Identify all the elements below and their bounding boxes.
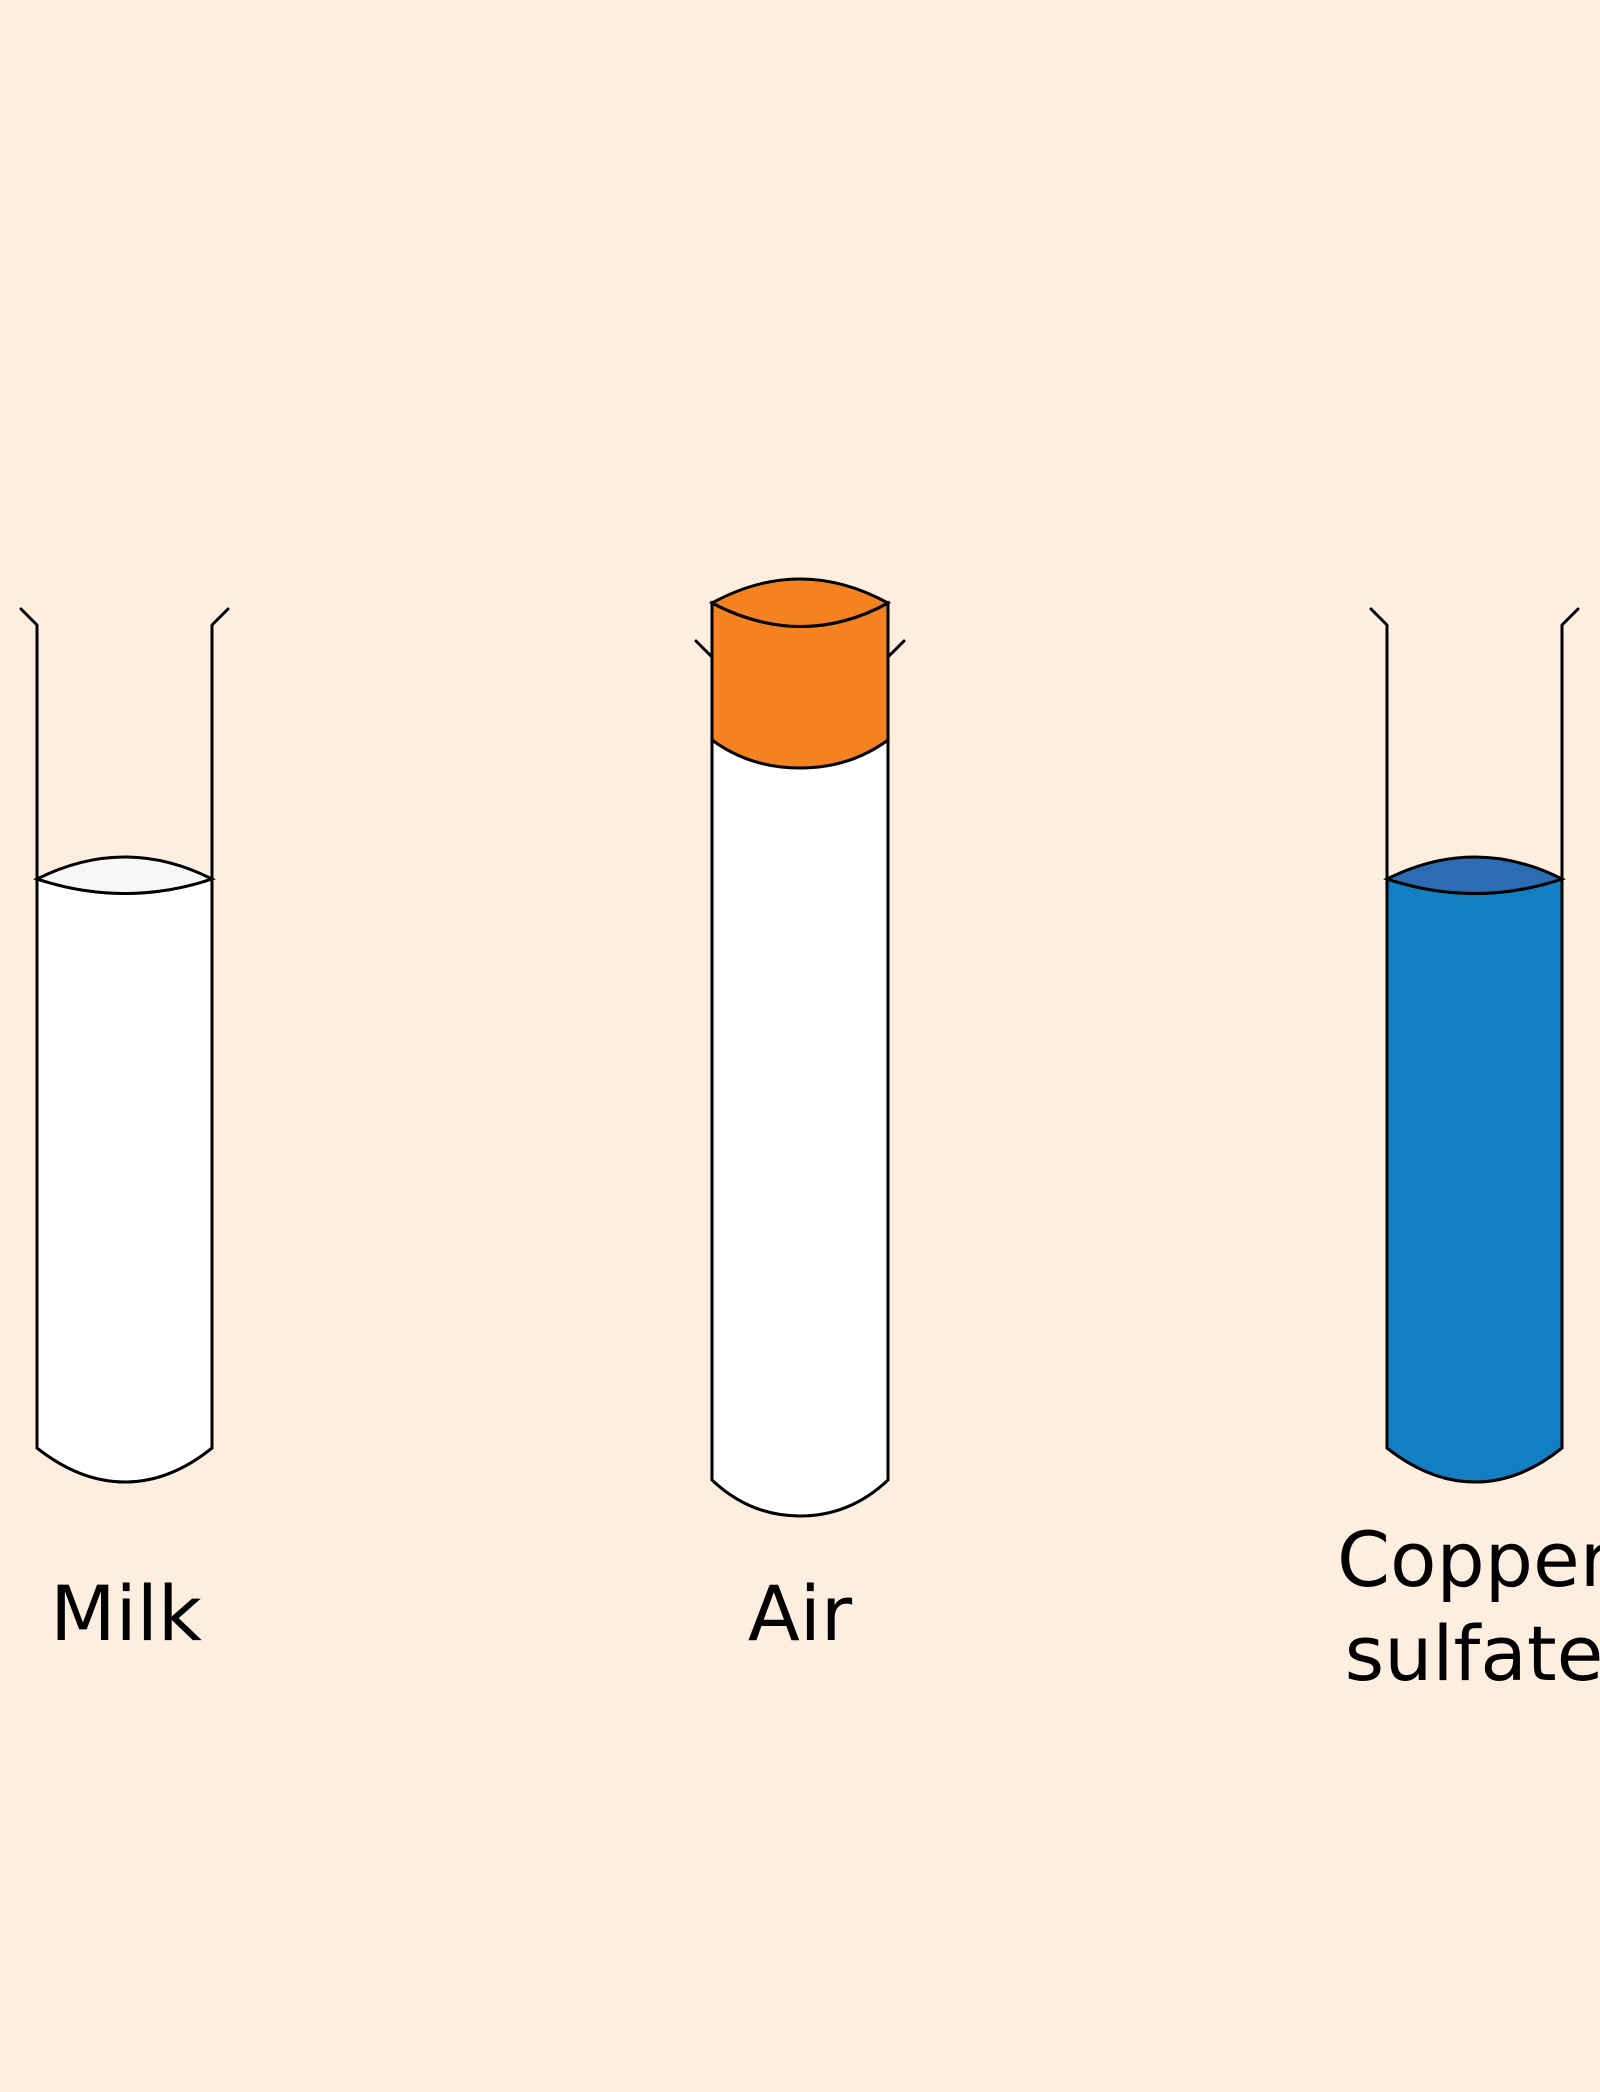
milk-label: Milk <box>50 1569 202 1658</box>
air-tube <box>694 577 906 1518</box>
copper-sulfate-label-line-1: Copper <box>1337 1515 1600 1604</box>
milk-liquid <box>35 876 214 1484</box>
copper-sulfate-label-line-2: sulfate <box>1345 1609 1600 1698</box>
air-tube-rim <box>694 639 906 659</box>
copper-sulfate-tube-glass <box>1369 607 1580 1484</box>
milk-tube-glass <box>19 607 230 1484</box>
stopper-top <box>708 577 892 628</box>
copper-sulfate-liquid <box>1385 876 1564 1484</box>
copper-sulfate-tube <box>1369 607 1580 1484</box>
air-label: Air <box>748 1569 853 1658</box>
milk-tube <box>19 607 230 1484</box>
air-tube-body <box>710 737 890 1518</box>
